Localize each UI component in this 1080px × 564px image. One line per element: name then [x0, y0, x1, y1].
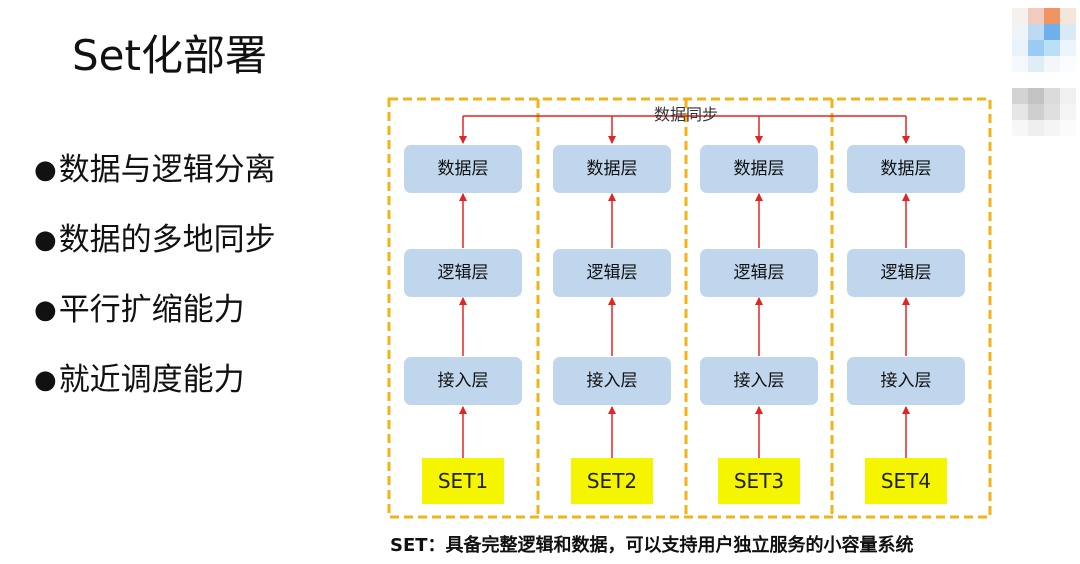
access-layer-box: 接入层 [553, 357, 671, 405]
blurred-corner-image [1012, 8, 1076, 136]
data-layer-box: 数据层 [553, 145, 671, 193]
outer-dashed-border [387, 97, 992, 519]
bullet-text: 数据与逻辑分离 [58, 152, 276, 188]
logic-layer-box: 逻辑层 [847, 249, 965, 297]
bullet-list: ●数据与逻辑分离 ●数据的多地同步 ●平行扩缩能力 ●就近调度能力 [34, 148, 276, 428]
data-layer-box: 数据层 [847, 145, 965, 193]
set-label-box: SET3 [718, 458, 800, 504]
set-label-box: SET2 [571, 458, 653, 504]
bullet-item: ●数据与逻辑分离 [34, 148, 276, 218]
bullet-item: ●数据的多地同步 [34, 218, 276, 288]
logic-layer-box: 逻辑层 [404, 249, 522, 297]
data-layer-box: 数据层 [700, 145, 818, 193]
bullet-item: ●就近调度能力 [34, 358, 276, 428]
bullet-item: ●平行扩缩能力 [34, 288, 276, 358]
set-label-box: SET4 [865, 458, 947, 504]
bullet-text: 就近调度能力 [58, 362, 245, 398]
data-layer-box: 数据层 [404, 145, 522, 193]
bullet-text: 平行扩缩能力 [58, 292, 245, 328]
access-layer-box: 接入层 [404, 357, 522, 405]
logic-layer-box: 逻辑层 [700, 249, 818, 297]
diagram-caption: SET：具备完整逻辑和数据，可以支持用户独立服务的小容量系统 [390, 535, 914, 556]
logic-layer-box: 逻辑层 [553, 249, 671, 297]
bullet-text: 数据的多地同步 [58, 222, 276, 258]
access-layer-box: 接入层 [700, 357, 818, 405]
set-label-box: SET1 [422, 458, 504, 504]
bullet-dot-icon: ● [34, 225, 57, 255]
bullet-dot-icon: ● [34, 365, 57, 395]
bullet-dot-icon: ● [34, 155, 57, 185]
access-layer-box: 接入层 [847, 357, 965, 405]
slide-title: Set化部署 [72, 31, 267, 80]
sync-label: 数据同步 [654, 105, 719, 124]
bullet-dot-icon: ● [34, 295, 57, 325]
